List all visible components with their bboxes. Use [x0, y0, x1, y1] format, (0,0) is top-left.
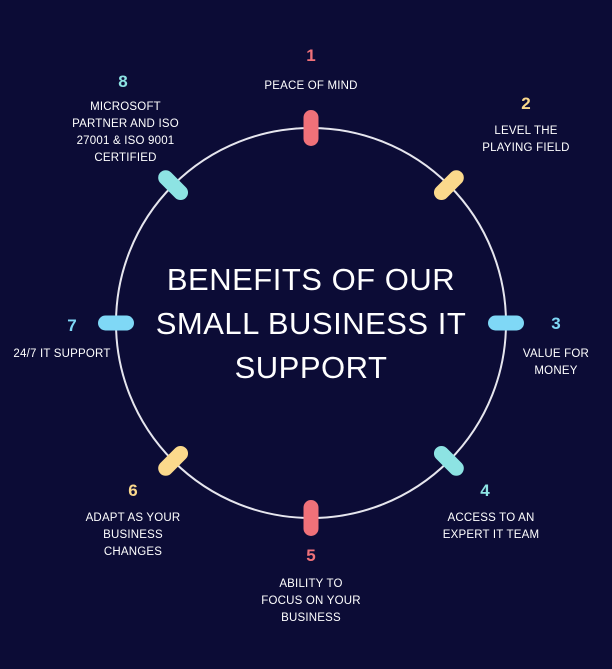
benefit-2-marker [433, 170, 464, 201]
title-line-1: BENEFITS OF OUR [166, 262, 456, 297]
benefit-5-label: ABILITY TO FOCUS ON YOUR BUSINESS [241, 576, 381, 627]
benefit-8-number: 8 [118, 72, 128, 91]
benefit-6-line-2: BUSINESS [103, 529, 163, 541]
benefit-3-number: 3 [551, 314, 561, 333]
benefit-5-line-3: BUSINESS [281, 612, 341, 624]
benefit-4-line-1: ACCESS TO AN [447, 512, 535, 524]
benefit-4-line-2: EXPERT IT TEAM [442, 529, 540, 541]
benefit-8-line-1: MICROSOFT [90, 101, 161, 113]
benefit-2-line-1: LEVEL THE [494, 125, 558, 137]
benefit-5-number: 5 [306, 546, 316, 565]
benefit-8-line-3: 27001 & ISO 9001 [76, 135, 175, 147]
benefit-3-label: VALUE FOR MONEY [506, 346, 606, 380]
diagram-title: BENEFITS OF OUR SMALL BUSINESS IT SUPPOR… [131, 258, 491, 390]
title-line-3: SUPPORT [234, 350, 388, 385]
benefit-5-line-2: FOCUS ON YOUR [261, 595, 361, 607]
benefit-6-label: ADAPT AS YOUR BUSINESS CHANGES [68, 510, 198, 561]
benefit-6-number: 6 [128, 481, 138, 500]
benefit-4-label: ACCESS TO AN EXPERT IT TEAM [426, 510, 556, 544]
benefit-1-marker [303, 110, 319, 146]
benefit-4-marker [433, 445, 464, 476]
benefit-5-marker [303, 500, 319, 536]
title-line-2: SMALL BUSINESS IT [155, 306, 467, 341]
benefit-7-line-1: 24/7 IT SUPPORT [13, 348, 111, 360]
benefit-1-line-1: PEACE OF MIND [264, 80, 358, 92]
benefit-1-label: PEACE OF MIND [231, 78, 391, 95]
benefit-8-line-4: CERTIFIED [94, 152, 157, 164]
benefit-7-number: 7 [67, 316, 77, 335]
benefit-6-marker [158, 445, 189, 476]
benefit-1-number: 1 [306, 46, 316, 65]
benefit-6-line-3: CHANGES [103, 546, 163, 558]
benefit-2-line-2: PLAYING FIELD [482, 142, 570, 154]
benefit-6-line-1: ADAPT AS YOUR [85, 512, 181, 524]
benefit-4-number: 4 [480, 481, 490, 500]
benefit-3-line-1: VALUE FOR [522, 348, 590, 360]
benefit-5-line-1: ABILITY TO [279, 578, 343, 590]
benefit-2-number: 2 [521, 94, 531, 113]
benefit-7-label: 24/7 IT SUPPORT [6, 346, 118, 363]
benefit-3-line-2: MONEY [534, 365, 578, 377]
benefit-3-marker [488, 315, 524, 331]
benefit-2-label: LEVEL THE PLAYING FIELD [466, 123, 586, 157]
benefit-7-marker [98, 315, 134, 331]
benefit-8-label: MICROSOFT PARTNER AND ISO 27001 & ISO 90… [58, 99, 193, 167]
benefit-8-line-2: PARTNER AND ISO [72, 118, 179, 130]
